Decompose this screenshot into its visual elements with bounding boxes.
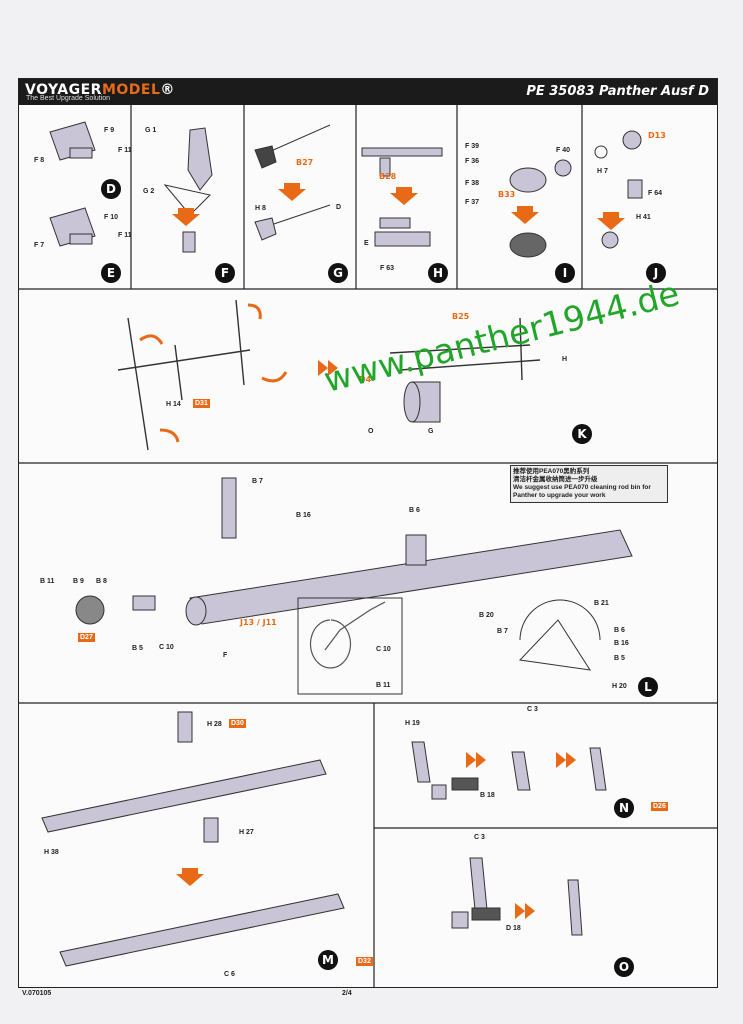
brand-tagline: The Best Upgrade Solution bbox=[26, 95, 111, 102]
part-label: H bbox=[562, 356, 568, 363]
orange-part-label: D13 bbox=[648, 131, 666, 140]
part-label: H 20 bbox=[612, 683, 627, 690]
part-label: F 11 bbox=[118, 147, 132, 154]
part-label: B 21 bbox=[594, 600, 609, 607]
part-label: B 7 bbox=[252, 478, 263, 485]
step-marker-n: N bbox=[614, 798, 634, 818]
part-label: F 10 bbox=[104, 214, 119, 221]
part-badge: D27 bbox=[78, 633, 95, 642]
part-label: H 28 bbox=[207, 721, 222, 728]
part-label: G 1 bbox=[145, 127, 157, 134]
part-label: F 39 bbox=[465, 143, 480, 150]
arrow-right-icon bbox=[466, 752, 486, 768]
part-label: F 9 bbox=[104, 127, 115, 134]
part-label: C 10 bbox=[376, 646, 391, 653]
orange-part-label: B25 bbox=[452, 312, 470, 321]
part-label: B 6 bbox=[409, 507, 420, 514]
part-label: H 7 bbox=[597, 168, 608, 175]
arrow-right-icon bbox=[318, 360, 338, 376]
part-label: F 8 bbox=[34, 157, 45, 164]
header-bar: VOYAGERMODEL® The Best Upgrade Solution … bbox=[19, 79, 717, 105]
step-marker-o: O bbox=[614, 957, 634, 977]
part-label: C 6 bbox=[224, 971, 235, 978]
part-label: B 20 bbox=[479, 612, 494, 619]
version-label: V.070105 bbox=[22, 990, 52, 997]
brand-logo: VOYAGERMODEL® bbox=[25, 82, 175, 98]
part-label: H 14 bbox=[166, 401, 181, 408]
arrow-down-icon bbox=[597, 212, 625, 230]
part-label: F 40 bbox=[556, 147, 571, 154]
orange-part-label: J13 / J11 bbox=[240, 618, 277, 627]
part-label: F 11 bbox=[118, 232, 132, 239]
step-marker-d: D bbox=[101, 179, 121, 199]
step-marker-m: M bbox=[318, 950, 338, 970]
part-label: B 8 bbox=[96, 578, 107, 585]
part-label: F 38 bbox=[465, 180, 480, 187]
step-marker-h: H bbox=[428, 263, 448, 283]
arrow-down-icon bbox=[176, 868, 204, 886]
step-marker-l: L bbox=[638, 677, 658, 697]
part-label: B 7 bbox=[497, 628, 508, 635]
part-badge: D26 bbox=[651, 802, 668, 811]
arrow-down-icon bbox=[172, 208, 200, 226]
part-label: B 9 bbox=[73, 578, 84, 585]
part-label: G 2 bbox=[143, 188, 155, 195]
part-label: B 5 bbox=[614, 655, 625, 662]
part-label: B 16 bbox=[614, 640, 629, 647]
step-marker-f: F bbox=[215, 263, 235, 283]
cleaning-rod-note: 推荐使用PEA070黑豹系列 清洁杆金属收纳筒进一步升级 We suggest … bbox=[510, 465, 668, 503]
orange-part-label: B33 bbox=[498, 190, 516, 199]
part-label: D bbox=[336, 204, 342, 211]
part-label: H 41 bbox=[636, 214, 651, 221]
part-label: E bbox=[364, 240, 369, 247]
part-badge: D31 bbox=[193, 399, 210, 408]
page-number: 2/4 bbox=[342, 990, 352, 997]
part-label: B 16 bbox=[296, 512, 311, 519]
part-label: C 3 bbox=[474, 834, 485, 841]
part-label: F 63 bbox=[380, 265, 395, 272]
part-label: H 8 bbox=[255, 205, 266, 212]
arrow-down-icon bbox=[511, 206, 539, 224]
step-marker-e: E bbox=[101, 263, 121, 283]
product-title: PE 35083 Panther Ausf D bbox=[526, 84, 709, 99]
part-badge: D32 bbox=[356, 957, 373, 966]
part-label: C 10 bbox=[159, 644, 174, 651]
note-cn-line-1: 推荐使用PEA070黑豹系列 bbox=[513, 468, 590, 475]
part-label: B 18 bbox=[480, 792, 495, 799]
step-marker-j: J bbox=[646, 263, 666, 283]
part-label: B 6 bbox=[614, 627, 625, 634]
arrow-right-icon bbox=[556, 752, 576, 768]
part-label: B 5 bbox=[132, 645, 143, 652]
part-label: H 38 bbox=[44, 849, 59, 856]
part-label: H 27 bbox=[239, 829, 254, 836]
part-label: F 7 bbox=[34, 242, 45, 249]
arrow-down-icon bbox=[278, 183, 306, 201]
note-cn-line-2: 清洁杆金属收纳筒进一步升级 bbox=[513, 476, 598, 483]
part-label: F 36 bbox=[465, 158, 480, 165]
part-label: F 37 bbox=[465, 199, 480, 206]
part-label: B 11 bbox=[376, 682, 391, 689]
step-marker-g: G bbox=[328, 263, 348, 283]
step-marker-k: K bbox=[572, 424, 592, 444]
part-label: D 18 bbox=[506, 925, 521, 932]
note-en: We suggest use PEA070 cleaning rod bin f… bbox=[513, 484, 651, 499]
part-label: O bbox=[368, 428, 374, 435]
orange-part-label: B27 bbox=[296, 158, 314, 167]
arrow-down-icon bbox=[390, 187, 418, 205]
part-label: F bbox=[223, 652, 228, 659]
arrow-right-icon bbox=[515, 903, 535, 919]
part-badge: D30 bbox=[229, 719, 246, 728]
part-label: G bbox=[428, 428, 434, 435]
part-label: H 19 bbox=[405, 720, 420, 727]
step-marker-i: I bbox=[555, 263, 575, 283]
part-label: C 3 bbox=[527, 706, 538, 713]
orange-part-label: B28 bbox=[379, 172, 397, 181]
part-label: F 64 bbox=[648, 190, 663, 197]
orange-part-label: D4 bbox=[359, 375, 372, 384]
part-label: B 11 bbox=[40, 578, 55, 585]
